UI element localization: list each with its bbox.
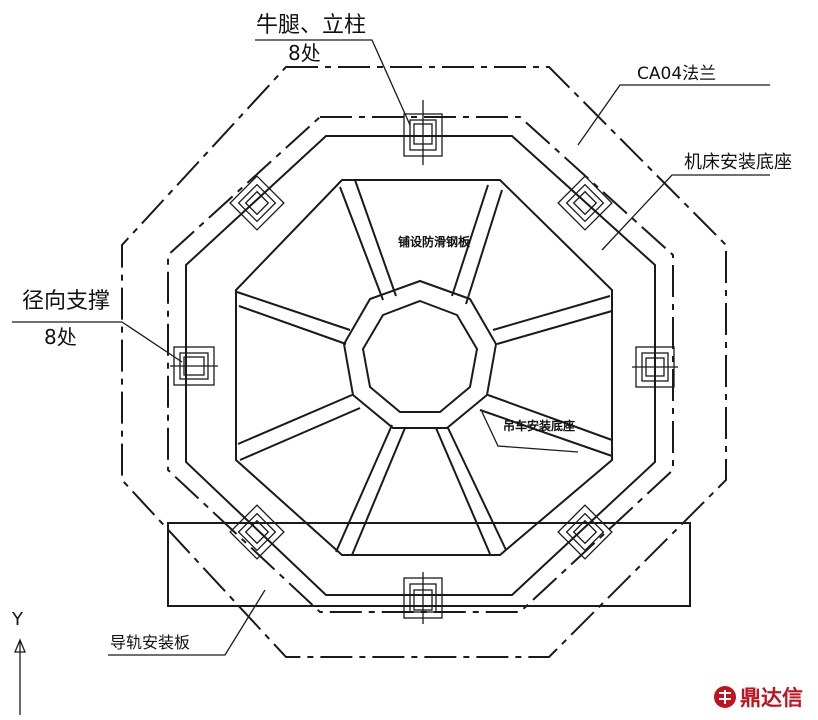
center-ring-outer bbox=[342, 279, 498, 429]
support-top bbox=[403, 100, 443, 165]
label-anti-slip: 铺设防滑钢板 bbox=[398, 234, 471, 249]
support-left bbox=[170, 346, 218, 386]
support-bottom bbox=[403, 572, 443, 624]
base-ring-outer bbox=[167, 116, 674, 613]
label-radial-brace: 径向支撑 bbox=[22, 289, 110, 314]
label-corbel-column: 牛腿、立柱 bbox=[256, 13, 366, 38]
support-nw bbox=[229, 175, 285, 231]
rail-mounting-plate bbox=[167, 522, 691, 607]
leader-lines bbox=[12, 39, 770, 656]
y-axis-arrow bbox=[14, 638, 26, 715]
label-crane-base: 吊车安装底座 bbox=[503, 418, 575, 433]
base-ring-inner bbox=[185, 135, 656, 596]
label-flange: CA04法兰 bbox=[637, 64, 716, 84]
flange-outline bbox=[121, 66, 727, 658]
support-ne bbox=[557, 175, 613, 231]
watermark-logo: 鼎达信 bbox=[714, 686, 803, 710]
support-se bbox=[557, 504, 613, 560]
label-radial-count: 8处 bbox=[44, 325, 77, 349]
support-right bbox=[632, 346, 678, 388]
anti-slip-plate-outline bbox=[235, 179, 613, 556]
center-ring-inner bbox=[361, 299, 479, 413]
radial-beams bbox=[236, 179, 613, 556]
y-axis-label: Y bbox=[11, 609, 24, 630]
label-corbel-count: 8处 bbox=[288, 41, 321, 65]
label-rail-plate: 导轨安装板 bbox=[110, 633, 190, 652]
watermark-text: 鼎达信 bbox=[740, 686, 803, 710]
label-machine-base: 机床安装底座 bbox=[684, 152, 792, 173]
support-sw bbox=[229, 504, 285, 560]
